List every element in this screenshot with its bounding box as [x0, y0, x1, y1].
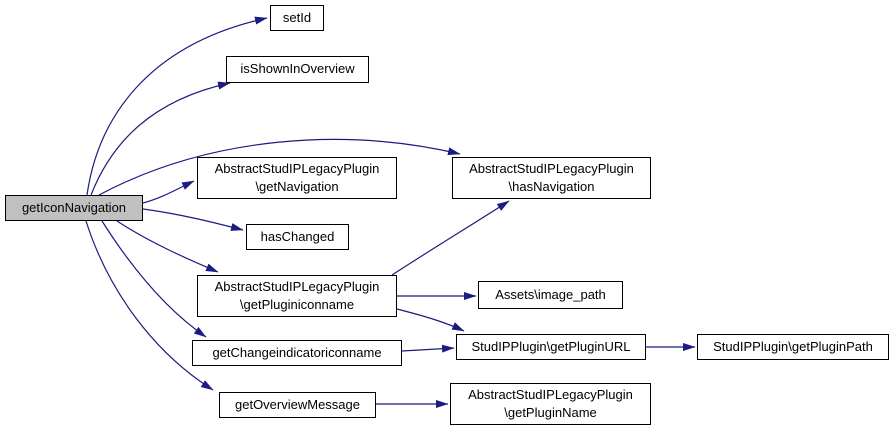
edge-getIconNavigation-to-isShownInOverview [90, 81, 231, 196]
edge-getIconNavigation-to-getChangeindicatoriconname [101, 220, 207, 338]
node-image_path[interactable]: Assets\image_path [478, 281, 623, 309]
node-hasNavigation[interactable]: AbstractStudIPLegacyPlugin \hasNavigation [452, 157, 651, 199]
edge-getIconNavigation-to-getPluginiconname [116, 220, 219, 273]
node-getOverviewMessage[interactable]: getOverviewMessage [219, 392, 376, 418]
node-label: \getPluginiconname [239, 297, 355, 312]
node-label: isShownInOverview [240, 61, 355, 77]
node-getPluginPath[interactable]: StudIPPlugin\getPluginPath [697, 334, 889, 360]
node-label: getChangeindicatoriconname [212, 344, 382, 360]
node-label: AbstractStudIPLegacyPlugin [214, 160, 380, 176]
node-label: StudIPPlugin\getPluginPath [713, 338, 873, 354]
node-getPluginURL[interactable]: StudIPPlugin\getPluginURL [456, 334, 646, 360]
node-getPluginName[interactable]: AbstractStudIPLegacyPlugin \getPluginName [450, 383, 651, 425]
node-getIconNavigation: getIconNavigation [5, 195, 143, 221]
node-label: \getPluginName [504, 405, 597, 420]
node-label: hasChanged [260, 228, 335, 244]
edge-getIconNavigation-to-hasNavigation [98, 138, 461, 196]
node-setId[interactable]: setId [270, 5, 324, 31]
node-label: AbstractStudIPLegacyPlugin [468, 386, 633, 402]
node-label: getIconNavigation [21, 199, 127, 215]
node-label: Assets\image_path [495, 286, 606, 302]
node-getPluginiconname[interactable]: AbstractStudIPLegacyPlugin \getPluginicon… [197, 275, 397, 317]
node-hasChanged[interactable]: hasChanged [246, 224, 349, 250]
edge-getChangeindicatoriconname-to-getPluginURL [401, 344, 455, 353]
edge-getIconNavigation-to-getOverviewMessage [85, 220, 214, 391]
node-label: AbstractStudIPLegacyPlugin [214, 278, 380, 294]
node-getNavigation[interactable]: AbstractStudIPLegacyPlugin \getNavigation [197, 157, 397, 199]
node-label: getOverviewMessage [235, 396, 360, 412]
edge-getPluginiconname-to-hasNavigation [391, 200, 510, 276]
edge-getPluginiconname-to-getPluginURL [396, 308, 465, 332]
node-label: setId [282, 9, 312, 25]
edge-getIconNavigation-to-setId [86, 16, 268, 196]
edge-getIconNavigation-to-getNavigation [142, 180, 195, 204]
node-getChangeindicatoriconname[interactable]: getChangeindicatoriconname [192, 340, 402, 366]
node-label: \getNavigation [255, 179, 339, 194]
node-label: \hasNavigation [508, 179, 595, 194]
node-label: StudIPPlugin\getPluginURL [471, 338, 631, 354]
node-isShownInOverview[interactable]: isShownInOverview [226, 56, 369, 83]
node-label: AbstractStudIPLegacyPlugin [469, 160, 634, 176]
edge-getIconNavigation-to-hasChanged [142, 208, 244, 231]
